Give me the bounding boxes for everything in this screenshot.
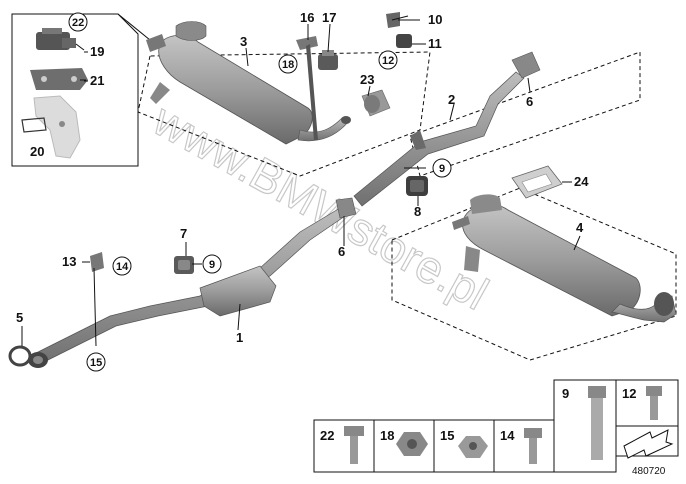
bolt-9-part (588, 386, 606, 460)
callout-17: 17 (322, 10, 336, 25)
callout-6-bottom: 6 (338, 244, 345, 259)
center-pipe-part (353, 51, 541, 207)
callout-10: 10 (428, 12, 442, 27)
callout-2: 2 (448, 92, 455, 107)
front-muffler-part (146, 21, 351, 145)
callout-11: 11 (428, 36, 442, 51)
rear-muffler-part (452, 194, 677, 323)
leader-lines (21, 19, 581, 346)
callout-3: 3 (240, 34, 247, 49)
legend-label-18: 18 (380, 428, 394, 443)
legend-label-22: 22 (320, 428, 334, 443)
callout-4: 4 (576, 220, 584, 235)
legend-label-15: 15 (440, 428, 454, 443)
legend-label-14: 14 (500, 428, 515, 443)
circled-callouts (68, 12, 452, 372)
callout-19: 19 (90, 44, 104, 59)
bolt-12-part (646, 386, 662, 420)
callout-9-front: 9 (209, 259, 215, 271)
pipe-clamp-part (361, 89, 391, 117)
diagram-number: 480720 (632, 466, 666, 477)
callout-24: 24 (574, 174, 589, 189)
rear-muffler-dashed-outline (391, 187, 677, 361)
sensor-bracket-part (36, 28, 76, 50)
mounting-plate-part (30, 68, 88, 90)
callout-15: 15 (90, 357, 102, 369)
muffler-bracket-part (511, 165, 563, 199)
callout-16: 16 (300, 10, 314, 25)
callout-1: 1 (236, 330, 243, 345)
callout-22: 22 (72, 17, 84, 29)
callout-13: 13 (62, 254, 76, 269)
bolt-22-part (344, 426, 364, 464)
front-hanger-bracket-part (90, 252, 104, 347)
legend-label-9: 9 (562, 386, 569, 401)
pipe-clamp-front-part (8, 345, 32, 367)
callout-21: 21 (90, 73, 104, 88)
callout-12: 12 (382, 55, 394, 67)
inset-frame (11, 13, 139, 167)
heat-shield-ghost-part (21, 95, 81, 159)
hanger-bracket-part (296, 36, 338, 140)
callout-7: 7 (180, 226, 187, 241)
inset-pointer-line (117, 13, 151, 41)
rubber-mount-part (386, 12, 412, 48)
watermark-text: www.BMWstore.pl (144, 93, 496, 320)
front-pipe-catalyst-part (28, 197, 357, 368)
center-mount-part (406, 176, 428, 196)
callout-9-center: 9 (439, 163, 445, 175)
direction-arrow-icon (623, 429, 674, 459)
callout-20: 20 (30, 144, 44, 159)
callout-14: 14 (116, 261, 129, 273)
callout-5: 5 (16, 310, 23, 325)
callout-6-top: 6 (526, 94, 533, 109)
callout-23: 23 (360, 72, 374, 87)
nut-15-part (458, 436, 488, 458)
front-rubber-mount-part (174, 256, 194, 274)
callout-18: 18 (282, 59, 294, 71)
legend-label-12: 12 (622, 386, 636, 401)
callout-8: 8 (414, 204, 421, 219)
bolt-14-part (524, 428, 542, 464)
nut-18-part (396, 432, 428, 456)
